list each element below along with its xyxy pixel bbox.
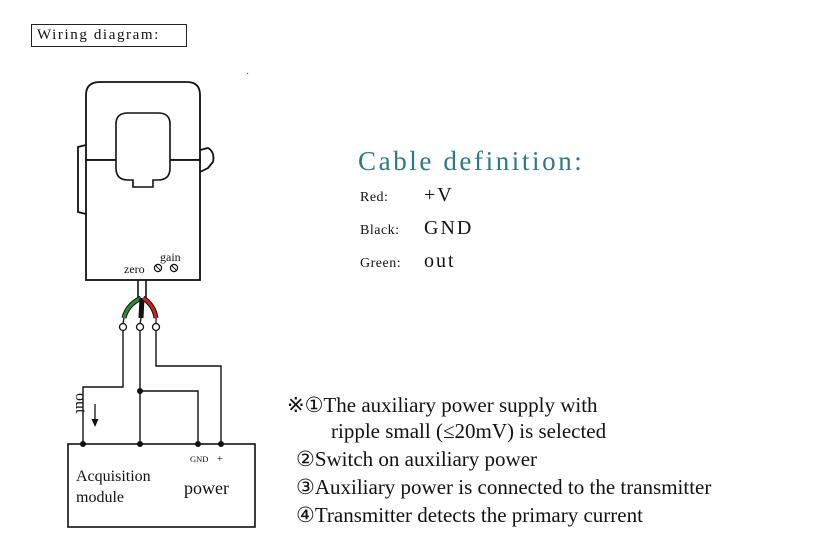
wire-green [118,295,143,332]
gain-trim-potentiometer[interactable] [169,263,179,273]
sensor-window [115,112,171,188]
cable-label: Red: [360,190,389,205]
gnd-terminal-label: GND [190,454,208,464]
wiring-diagram-title: Wiring diagram: [31,24,187,47]
junction-dots [80,388,224,447]
note-2: ②Switch on auxiliary power [296,447,538,471]
connection-lines [82,331,222,444]
cable-label: Black: [360,223,400,238]
out-label: out [72,393,89,414]
note-3: ③Auxiliary power is connected to the tra… [296,475,712,499]
acquisition-label-line2: module [76,489,124,506]
note-1-line2: ripple small (≤20mV) is selected [331,419,607,443]
signal-arrow-icon [91,404,99,427]
wire-black [135,297,145,332]
cable-bundle [137,280,147,298]
current-sensor: gain zero [77,72,249,281]
cable-row-red: Red: +V [360,184,454,207]
acquisition-module-box [67,443,256,528]
zero-trim-potentiometer[interactable] [153,263,163,273]
cable-definition-heading: Cable definition: [358,146,585,176]
sensor-side-latch-right [199,147,215,173]
note-1-line1: ※①The auxiliary power supply with [287,393,598,417]
cable-value: out [424,250,456,272]
sensor-side-latch-left [77,144,87,215]
cable-row-green: Green: out [360,250,456,273]
cable-row-black: Black: GND [360,217,473,240]
acquisition-label-line1: Acquisition [76,468,151,485]
power-label: power [184,478,229,498]
gain-label: gain [160,250,181,264]
cable-value: +V [424,184,454,206]
zero-label: zero [124,262,145,276]
plus-terminal-label: + [217,454,223,465]
cable-label: Green: [360,256,402,271]
cable-value: GND [424,217,474,239]
wire-red [141,295,161,332]
note-4: ④Transmitter detects the primary current [296,503,643,527]
